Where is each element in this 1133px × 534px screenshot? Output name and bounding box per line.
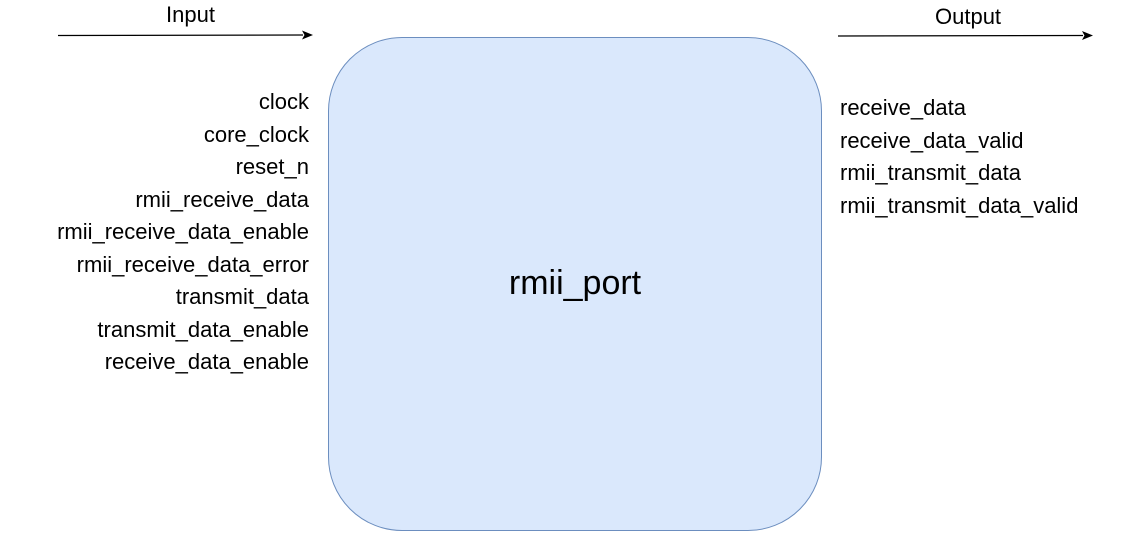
output-signal-list: receive_data receive_data_valid rmii_tra… (840, 92, 1078, 222)
output-signal: rmii_transmit_data (840, 160, 1021, 185)
output-signal: receive_data (840, 95, 966, 120)
input-signal: rmii_receive_data_error (76, 251, 309, 277)
input-arrow (57, 30, 313, 40)
input-signal: receive_data_enable (104, 349, 309, 374)
input-signal: clock (258, 89, 309, 114)
output-signal: receive_data_valid (840, 127, 1024, 153)
input-signal: rmii_receive_data (135, 186, 309, 212)
output-arrow (837, 31, 1093, 40)
input-signal-list: clock core_clock reset_n rmii_receive_da… (57, 86, 309, 379)
input-signal: reset_n (235, 154, 309, 179)
input-signal: core_clock (203, 121, 309, 147)
input-heading: Input (166, 2, 215, 27)
block-label: rmii_port (508, 263, 642, 302)
output-signal: rmii_transmit_data_valid (840, 192, 1079, 218)
output-heading: Output (935, 4, 1002, 29)
input-signal: rmii_receive_data_enable (57, 219, 309, 244)
input-signal: transmit_data (175, 284, 309, 309)
rmii-port-block[interactable]: rmii_port (328, 37, 822, 531)
input-signal: transmit_data_enable (97, 316, 309, 342)
